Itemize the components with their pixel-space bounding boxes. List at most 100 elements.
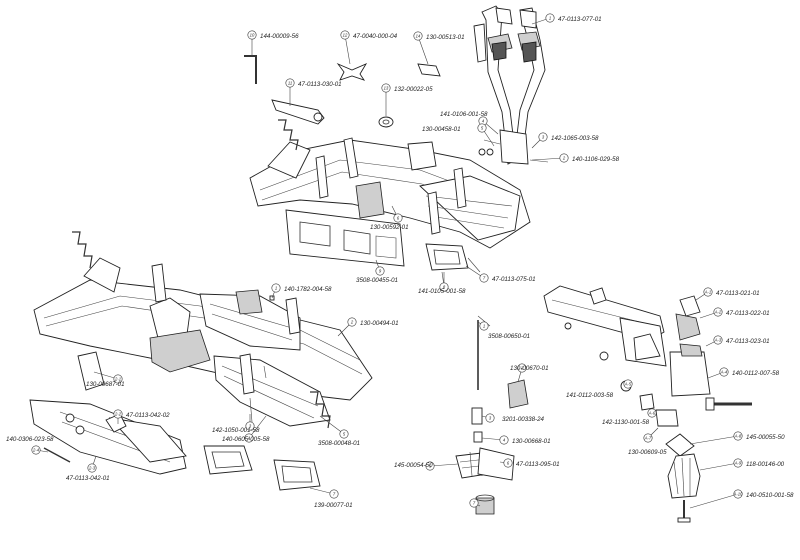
part-number-label: 118-00146-00: [746, 461, 785, 468]
part-number-label: 132-00022-05: [394, 86, 433, 93]
callout-bubble: [517, 363, 527, 373]
part-number-label: 3508-00455-01: [356, 277, 398, 284]
callout-number: 6: [507, 461, 510, 466]
callout-number: A-5: [624, 382, 632, 387]
part-number-label: 141-0106-001-58: [440, 111, 488, 118]
part-number-label: 3508-00048-01: [318, 440, 360, 447]
callout-37: A-6 142-1130-001-58: [602, 408, 657, 426]
callout-bubble: [485, 413, 495, 423]
callout-number: 1: [549, 16, 551, 21]
callout-40: A-9 118-00146-00: [699, 458, 785, 471]
callout-bubble: [719, 367, 729, 377]
part-number-label: 144-00009-56: [260, 33, 299, 40]
callout-bubble: [469, 498, 479, 508]
callout-number: A-6: [648, 411, 656, 416]
callout-bubble: [271, 283, 281, 293]
callout-number: 2: [350, 320, 354, 325]
callout-number: A-10: [733, 492, 744, 497]
callout-number: A-9: [734, 461, 742, 466]
part-number-label: 130-00592-01: [370, 224, 409, 231]
callout-13: 13 132-00022-05: [381, 83, 433, 116]
callout-9: 9 3508-00455-01: [356, 259, 398, 284]
callout-number: 5: [343, 432, 346, 437]
part-number-label: 142-1130-001-58: [602, 419, 650, 426]
part-number-label: 139-00077-01: [314, 502, 353, 509]
callout-bubble: [479, 273, 489, 283]
callout-number: 5: [429, 464, 432, 469]
callout-number: 3: [542, 135, 545, 140]
callout-number: 12: [343, 33, 348, 38]
callout-number: A-4: [720, 370, 728, 375]
part-number-label: 47-0113-095-01: [516, 461, 560, 468]
callout-leader-line: [248, 415, 267, 439]
callout-bubble: [733, 431, 743, 441]
callout-number: 2-4: [32, 448, 40, 453]
callout-bubble: [285, 78, 295, 88]
part-number-label: 140-0112-007-58: [732, 370, 780, 377]
callout-number: 8: [443, 285, 446, 290]
callout-leader-line: [689, 435, 739, 445]
callout-bubble: [244, 433, 254, 443]
part-number-label: 47-0113-021-01: [716, 290, 760, 297]
callout-bubble: [413, 31, 423, 41]
part-number-label: 47-0113-042-01: [66, 475, 110, 482]
part-number-label: 141-0105-001-58: [418, 288, 466, 295]
callout-leader-line: [699, 462, 739, 471]
callout-number: A-7: [644, 436, 652, 441]
callout-bubble: [733, 458, 743, 468]
callout-bubble: [393, 213, 403, 223]
callout-bubble: [733, 489, 743, 499]
callout-19: 2-347-0113-042-01: [66, 455, 110, 482]
callout-bubble: [647, 408, 657, 418]
callout-bubble: [643, 433, 653, 443]
part-number-label: 47-0113-030-01: [298, 81, 342, 88]
part-number-label: 130-00609-05: [628, 449, 667, 456]
part-number-label: 145-00055-50: [746, 434, 785, 441]
callout-23: 5 3508-00048-01: [318, 415, 360, 447]
callout-number: 9: [379, 269, 382, 274]
callout-leader-line: [531, 157, 565, 161]
callout-leader-line: [319, 415, 345, 435]
callout-bubble: [499, 435, 509, 445]
callout-bubble: [347, 317, 357, 327]
callout-number: 1: [275, 286, 277, 291]
callout-bubble: [425, 461, 435, 471]
callout-bubble: [329, 489, 339, 499]
left-assembly-drawing: [29, 231, 373, 491]
callout-number: 13: [384, 86, 389, 91]
callout-number: A-2: [714, 310, 722, 315]
callout-number: 3: [249, 424, 252, 429]
callout-number: 7: [473, 501, 476, 506]
center-assembly-drawing: [455, 315, 529, 515]
callout-leader-line: [417, 35, 429, 65]
part-number-label: 141-0112-003-58: [566, 392, 614, 399]
part-number-label: 130-00668-01: [512, 438, 551, 445]
callout-number: 2: [562, 156, 566, 161]
callout-31: 7: [469, 498, 481, 508]
top-assembly-drawing: [244, 5, 549, 287]
part-number-label: 47-0113-042-02: [126, 412, 170, 419]
callout-number: 14: [416, 34, 421, 39]
callout-bubble: [87, 463, 97, 473]
callout-bubble: [340, 30, 350, 40]
